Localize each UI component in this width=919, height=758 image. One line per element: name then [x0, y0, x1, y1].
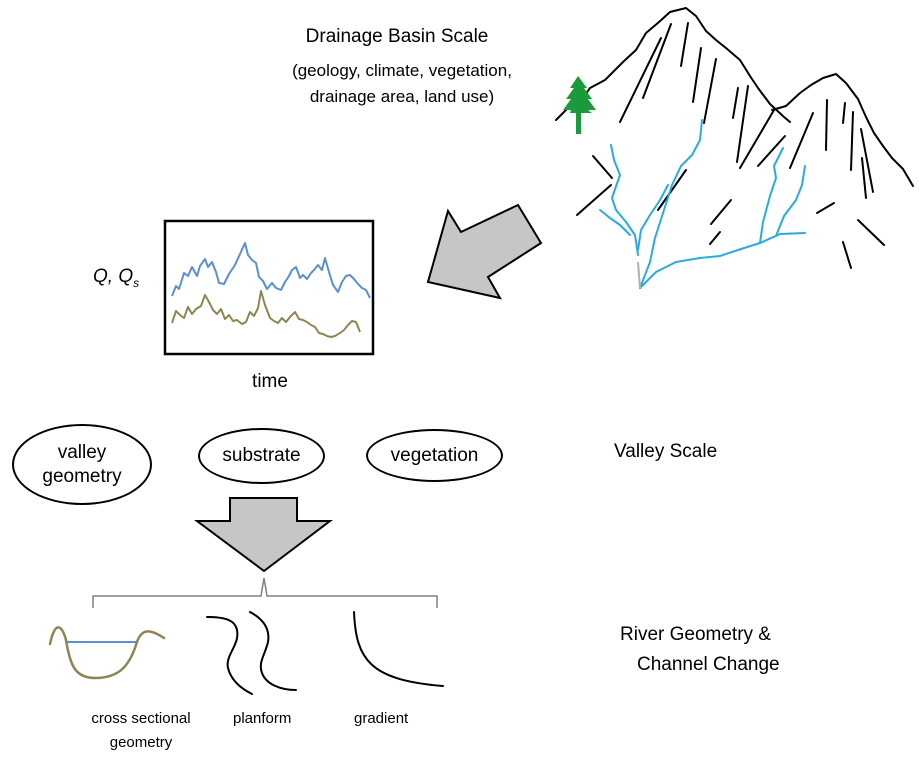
cross-section-label-line2: geometry	[109, 734, 173, 751]
valley-geometry-oval: valley geometry	[12, 424, 152, 505]
mountain-illustration	[555, 7, 914, 269]
discharge-trace	[171, 242, 371, 299]
gradient-icon	[353, 611, 444, 687]
tree-canopy	[563, 76, 596, 113]
mountain-ridge-lines	[576, 22, 885, 269]
planform-icon	[206, 611, 297, 695]
hydrograph-series	[171, 242, 371, 338]
hydrograph-y-label-subscript: s	[133, 275, 140, 290]
valley-geometry-text: valley geometry	[42, 441, 121, 489]
river-bracket	[92, 577, 438, 608]
basin-title: Drainage Basin Scale	[305, 26, 489, 47]
valley-geometry-line1: valley	[57, 441, 107, 463]
planform-label: planform	[233, 710, 292, 727]
basin-details-line2: drainage area, land use)	[309, 87, 495, 106]
river-scale-label-line1: River Geometry &	[620, 624, 771, 645]
mountain-right-outline	[771, 73, 914, 187]
valley-scale-label: Valley Scale	[614, 441, 718, 462]
gradient-label: gradient	[354, 710, 409, 727]
basin-details-line1: (geology, climate, vegetation,	[292, 61, 512, 80]
stream-network	[599, 119, 806, 289]
cross-section-label-line1: cross sectional	[91, 710, 191, 727]
hydrograph-y-label: Q, Qs	[93, 266, 139, 290]
valley-to-river-arrow	[193, 497, 333, 573]
tree-trunk	[576, 112, 581, 134]
substrate-label: substrate	[222, 445, 301, 466]
hydrograph-x-label: time	[252, 371, 288, 392]
tree-icon	[563, 76, 596, 134]
vegetation-label: vegetation	[390, 444, 479, 466]
river-scale-label-line2: Channel Change	[637, 654, 780, 675]
basin-to-flow-arrow	[426, 203, 543, 300]
valley-geometry-line2: geometry	[42, 465, 122, 487]
vegetation-oval: vegetation	[366, 429, 503, 482]
substrate-oval: substrate	[198, 428, 325, 484]
sediment-trace	[171, 290, 361, 338]
cross-section-channel-bed	[48, 626, 166, 680]
cross-section-icon	[48, 626, 166, 680]
hydrograph-y-label-main: Q, Q	[93, 266, 134, 287]
mountain-left-outline	[555, 7, 791, 123]
basin-outlet-line	[637, 261, 641, 289]
